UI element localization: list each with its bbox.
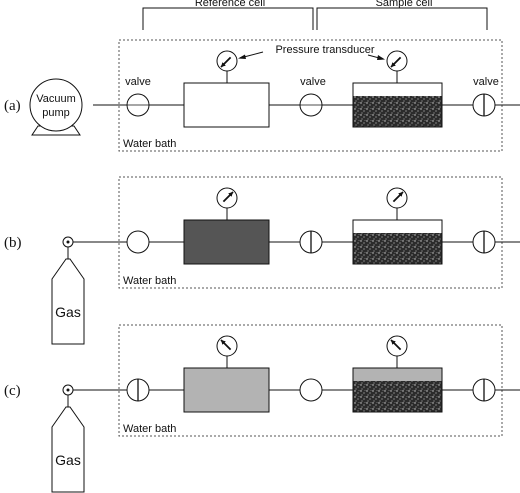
cylinder-body [51,258,85,345]
reference-cell [183,367,270,413]
valve-body [299,378,323,402]
sample-pressure-gauge [386,187,408,220]
sample-cell-label: Sample cell [376,0,433,9]
valve-1 [126,93,150,117]
pump-label-line1: Vacuum [36,93,76,105]
cell-bracket-header: Reference cell Sample cell [142,0,488,30]
reference-pressure-gauge [216,187,238,220]
pump-label-line2: pump [42,107,70,119]
valve-3 [472,230,496,254]
cylinder-valve-core [66,240,70,244]
valve-3 [472,93,496,117]
valve-1 [126,230,150,254]
gauge-needle-tip [391,340,396,345]
water-bath-label: Water bath [123,423,176,435]
row-label: (a) [4,98,21,114]
pressure-transducer-annotation: Pressure transducer [238,44,385,60]
adsorbent-bed [353,96,442,127]
gauge-needle-tip [228,192,233,197]
valve-1 [126,378,150,402]
reference-cell [183,219,270,265]
row-b: Water bath (b) Gas [4,176,520,345]
adsorbent-bed [353,381,442,412]
water-bath-box [118,176,503,289]
gauge-needle-tip [398,192,403,197]
cylinder-valve-core [66,388,70,392]
valve-2 [299,93,323,117]
valve-2 [299,230,323,254]
reference-pressure-gauge [216,335,238,368]
gas-cylinder: Gas [51,384,85,493]
valve-3 [472,378,496,402]
valve-label: valve [300,76,326,88]
gas-label: Gas [55,452,81,468]
reference-cell-label: Reference cell [195,0,265,9]
cylinder-body [51,406,85,493]
gas-label: Gas [55,304,81,320]
reference-cell [183,82,270,128]
pump-body [29,78,83,132]
water-bath-label: Water bath [123,138,176,150]
row-label: (b) [4,235,22,251]
vacuum-pump: Vacuum pump [29,78,83,136]
water-bath-box [118,39,503,152]
valve-body [126,230,150,254]
pressure-transducer-label: Pressure transducer [275,44,374,56]
reference-pressure-gauge [216,50,238,83]
gas-cylinder: Gas [51,236,85,345]
valve-2 [299,378,323,402]
water-bath-box [118,324,503,437]
water-bath-label: Water bath [123,275,176,287]
adsorbent-bed [353,233,442,264]
valve-label: valve [125,76,151,88]
gauge-needle-tip [221,62,226,67]
valve-label: valve [473,76,499,88]
sample-pressure-gauge [386,335,408,368]
sample-pressure-gauge [386,50,408,83]
row-label: (c) [4,383,21,399]
row-c: Water bath (c) Gas [4,324,520,493]
gauge-needle-tip [221,340,226,345]
gauge-needle-tip [391,62,396,67]
row-a: Water bath (a) Vacuum pump valve valve valve [4,39,520,152]
